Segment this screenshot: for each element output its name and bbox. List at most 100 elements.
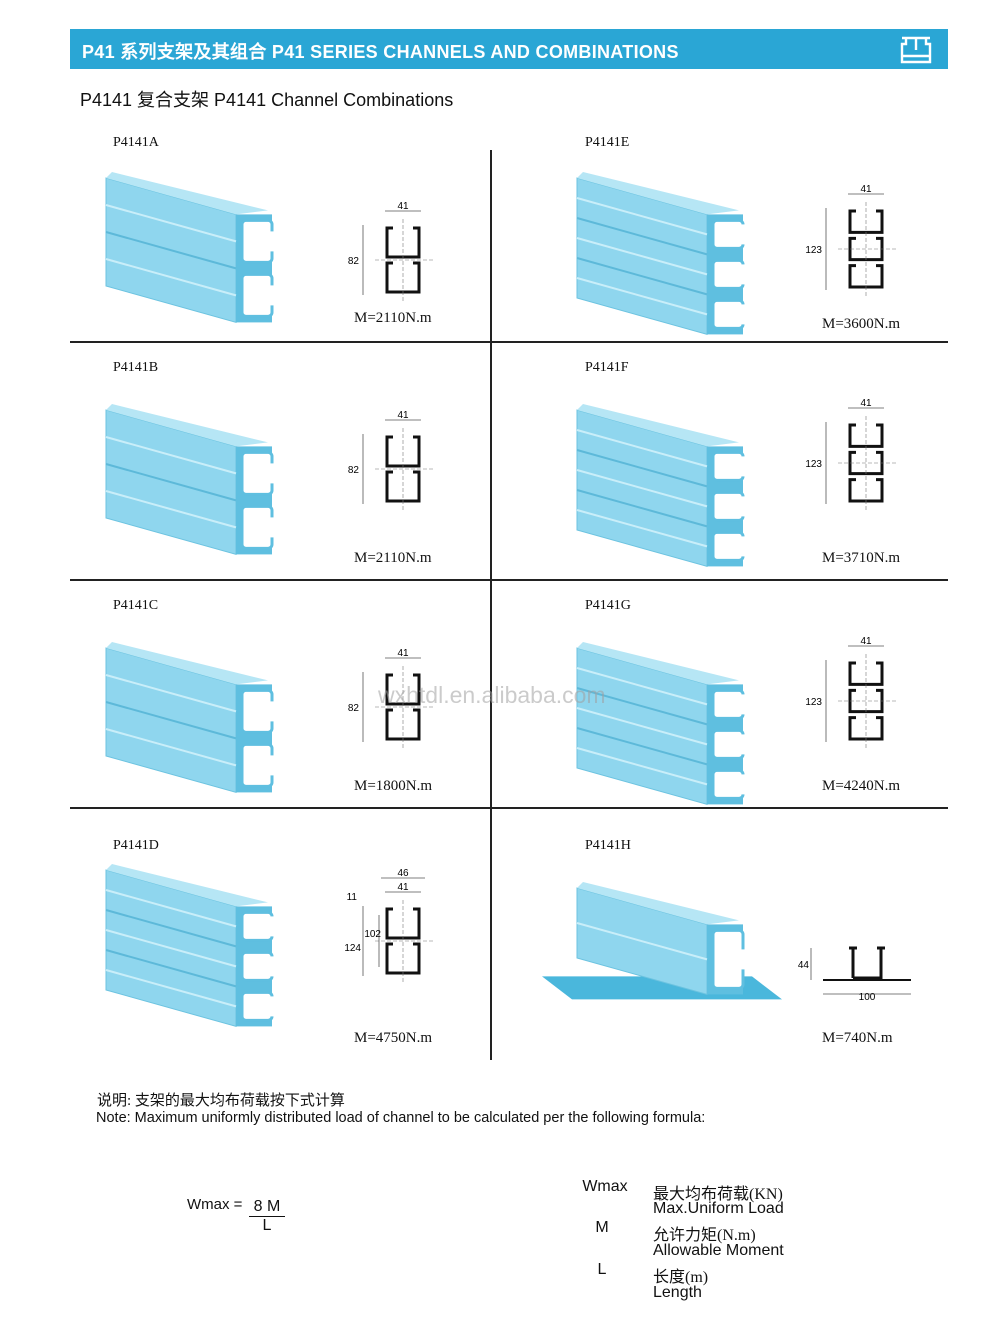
channel-highlight [105,674,237,713]
dimension-label: 44 [798,960,810,971]
channel-3d-drawing [105,642,274,794]
formula-numerator: 8 M [249,1198,285,1217]
channel-slot [735,774,745,795]
watermark: wxhtdl.en.alibaba.com [378,682,606,708]
channel-slot [264,956,274,977]
moment-value: M=4240N.m [822,778,901,794]
channel-highlight [105,969,237,1008]
legend-def-en: Length [653,1284,702,1301]
channel-label: P4141B [113,360,159,375]
channel-highlight [105,436,237,475]
dimension-label: 41 [397,648,409,659]
legend-symbol: M [595,1219,609,1236]
formula-fraction: 8 M L [249,1198,285,1235]
channel-3d-drawing [576,642,745,806]
channel-slot [735,694,745,715]
channel-slot [264,701,274,722]
moment-value: M=1800N.m [354,778,433,794]
channel-highlight [576,667,708,706]
dimension-label: 41 [860,184,872,195]
channel-highlight [576,922,708,961]
channel-highlight [576,509,708,548]
legend-def-en: Max.Uniform Load [653,1200,784,1217]
dimension-label: 41 [397,410,409,421]
moment-value: M=4750N.m [354,1030,433,1046]
channel-3d-drawing [105,172,274,324]
cross-section-diagram: 41 82 [348,648,435,748]
dimension-label: 102 [364,929,381,940]
channel-groove [105,949,237,988]
channel-label: P4141E [585,135,630,150]
channel-slot [735,536,745,557]
channel-top-face [577,642,739,685]
header-bar: P41 系列支架及其组合 P41 SERIES CHANNELS AND COM… [70,29,948,69]
channel-slot [735,734,745,755]
moment-value: M=3710N.m [822,550,901,566]
channel-label: P4141D [113,838,159,853]
row-divider [70,341,948,343]
channel-groove [576,727,708,766]
moment-value: M=740N.m [822,1030,893,1046]
channel-groove [576,489,708,528]
channel-slot [264,285,274,306]
formula-denominator: L [262,1217,272,1234]
channel-highlight [105,889,237,928]
channel-highlight [576,429,708,468]
channel-highlight [105,204,237,243]
dimension-label: 82 [348,465,360,476]
legend-def-cn: 长度(m) [653,1269,709,1286]
channel-top-face [106,864,268,907]
channel-slot [735,264,745,285]
channel-top-face [577,404,739,447]
channel-slot [264,755,274,776]
header-title: P41 系列支架及其组合 P41 SERIES CHANNELS AND COM… [82,42,679,62]
channel-3d-drawing [576,404,745,568]
page-subtitle: P4141 复合支架 P4141 Channel Combinations [80,90,454,110]
dimension-label: 41 [860,398,872,409]
dimension-label: 123 [805,697,822,708]
legend-def-en: Allowable Moment [653,1242,784,1259]
channel-highlight [576,237,708,276]
channel-highlight [105,728,237,767]
section-profile [849,946,885,980]
channel-top-face [106,642,268,685]
channel-highlight [576,747,708,786]
dimension-label: 100 [859,992,876,1003]
channel-logo-icon [900,36,932,64]
channel-groove [576,687,708,726]
channel-highlight [576,277,708,316]
channel-slot [735,304,745,325]
channel-label: P4141C [113,598,159,613]
channel-top-face [577,882,739,925]
channel-groove [576,449,708,488]
channel-slot [264,463,274,484]
channel-highlight [105,258,237,297]
channel-highlight [105,490,237,529]
dimension-label: 82 [348,256,360,267]
channel-slot [264,517,274,538]
channel-slot [264,916,274,937]
channel-label: P4141G [585,598,631,613]
channel-groove [105,701,237,740]
channel-3d-drawing [576,172,745,336]
channel-slot [264,231,274,252]
dimension-label: 82 [348,703,360,714]
channel-slot [735,496,745,517]
channel-groove [576,257,708,296]
cross-section-diagram: 44 100 [798,946,911,1003]
channel-top-face [106,172,268,215]
dimension-label: 124 [344,943,361,954]
moment-value: M=2110N.m [354,310,432,326]
cross-section-diagram: 41 123 [805,398,898,510]
dimension-label: 123 [805,459,822,470]
